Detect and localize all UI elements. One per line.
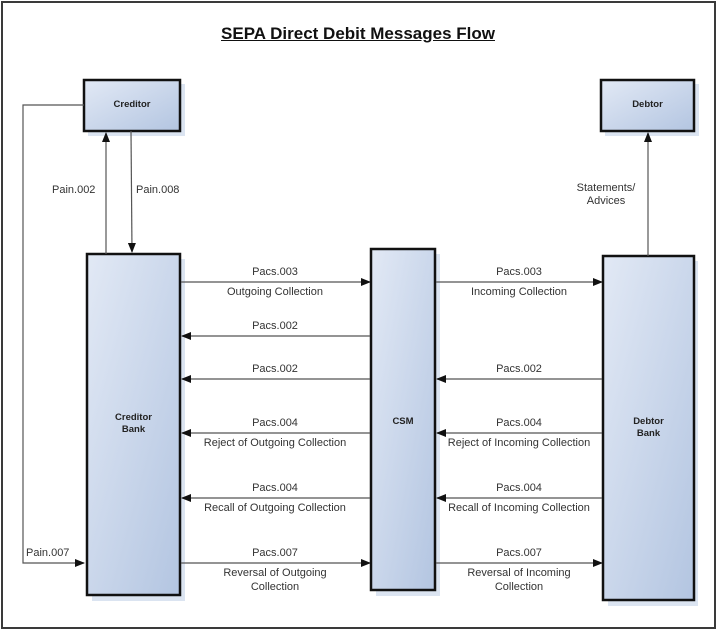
right-flow-code-0: Pacs.003 (496, 266, 542, 278)
right-flow-code-3: Pacs.004 (496, 482, 542, 494)
right-flow-desc-4-1: Collection (494, 581, 544, 593)
pain007-arrow (22, 104, 85, 567)
statements-label-line2: Advices (586, 195, 626, 207)
left-flow-desc-3-0: Reject of Outgoing Collection (203, 437, 347, 449)
creditor-label: Creditor (113, 99, 151, 110)
csm-label: CSM (392, 416, 414, 427)
pain008-label: Pain.008 (136, 184, 180, 196)
left-flow-code-4: Pacs.004 (252, 482, 298, 494)
creditor-box (82, 78, 182, 133)
creditor-bank-box (85, 252, 182, 597)
csm-box (369, 247, 437, 592)
pain007-label: Pain.007 (26, 547, 70, 559)
statements-label-line1: Statements/ (576, 182, 636, 194)
left-flow-desc-0-0: Outgoing Collection (226, 286, 323, 298)
debtor-bank-box (601, 254, 696, 602)
debtor-bank-label-line2: Bank (636, 428, 661, 439)
debtor-bank-label: Debtor Bank (603, 416, 694, 440)
right-flow-desc-2-0: Reject of Incoming Collection (447, 437, 591, 449)
left-flow-desc-5-1: Collection (250, 581, 300, 593)
creditor-bank-label: Creditor Bank (87, 412, 180, 436)
debtor-bank-label-line1: Debtor (633, 416, 664, 427)
pain002-label: Pain.002 (52, 184, 96, 196)
left-flow-desc-5-0: Reversal of Outgoing (223, 567, 327, 579)
left-flow-code-2: Pacs.002 (252, 363, 298, 375)
pain008-arrow (127, 130, 136, 253)
diagram-title: SEPA Direct Debit Messages Flow (221, 24, 495, 43)
right-flow-code-1: Pacs.002 (496, 363, 542, 375)
right-flow-code-2: Pacs.004 (496, 417, 542, 429)
left-flow-code-1: Pacs.002 (252, 320, 298, 332)
statements-label: Statements/ Advices (574, 182, 638, 208)
left-flow-code-0: Pacs.003 (252, 266, 298, 278)
left-flow-desc-4-0: Recall of Outgoing Collection (204, 502, 346, 514)
creditor-bank-label-line1: Creditor (115, 412, 152, 423)
right-flow-code-4: Pacs.007 (496, 547, 542, 559)
right-flow-desc-3-0: Recall of Incoming Collection (448, 502, 590, 514)
left-flow-code-5: Pacs.007 (252, 547, 298, 559)
debtor-label: Debtor (632, 99, 663, 110)
right-flow-desc-4-0: Reversal of Incoming (467, 567, 571, 579)
left-flow-code-3: Pacs.004 (252, 417, 298, 429)
right-flow-desc-0-0: Incoming Collection (471, 286, 567, 298)
debtor-box (599, 78, 696, 133)
creditor-bank-label-line2: Bank (121, 424, 146, 435)
